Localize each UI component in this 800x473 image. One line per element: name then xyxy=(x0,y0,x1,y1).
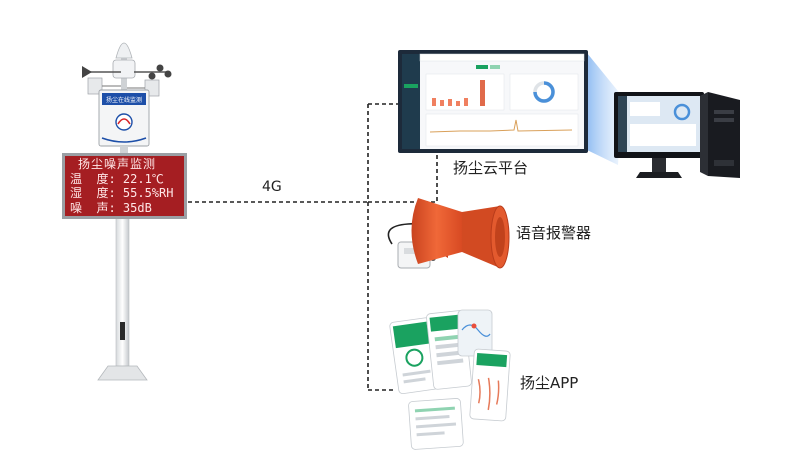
screen-bar-chart xyxy=(425,73,505,111)
cloud-platform-visual xyxy=(398,50,740,178)
app-visual xyxy=(389,309,511,450)
led-board xyxy=(65,156,184,216)
led-temperature: 温 度: 22.1℃ xyxy=(70,171,164,186)
led-title: 扬尘噪声监测 xyxy=(78,157,157,171)
phone-4 xyxy=(469,348,511,422)
pole-slot xyxy=(120,322,125,340)
horn-body xyxy=(411,198,462,264)
platform-label: 扬尘云平台 xyxy=(453,159,529,177)
wind-vane-icon xyxy=(82,66,92,78)
led-humidity: 湿 度: 55.5%RH xyxy=(70,186,174,200)
alarm-label: 语音报警器 xyxy=(516,224,592,242)
monitoring-station: 扬尘在线监测 xyxy=(62,42,187,381)
anemometer-icon xyxy=(156,64,164,72)
led-display-text: 扬尘噪声监测 温 度: 22.1℃ 湿 度: 55.5%RH 噪 声: 35dB xyxy=(70,157,182,215)
app-label: 扬尘APP xyxy=(520,374,579,392)
screen-donut-chart xyxy=(509,73,579,111)
phone-1 xyxy=(389,317,439,395)
cabinet-logo-icon xyxy=(115,113,133,131)
station-panel-label: 扬尘在线监测 xyxy=(106,96,142,104)
projection-beam xyxy=(587,53,622,165)
monitor-stand xyxy=(636,172,682,178)
lightning-rod-icon xyxy=(115,42,133,59)
link-label: 4G xyxy=(262,179,282,195)
cabinet-header xyxy=(102,93,146,105)
screen-sidebar xyxy=(402,54,420,149)
sensor-head xyxy=(112,59,136,79)
led-noise: 噪 声: 35dB xyxy=(70,200,152,215)
station-pole xyxy=(115,217,130,367)
phone-3 xyxy=(457,309,493,357)
screen-line-chart xyxy=(425,113,579,147)
pole-base xyxy=(97,365,148,381)
phone-5 xyxy=(408,398,464,450)
voice-alarm-visual xyxy=(387,198,510,269)
